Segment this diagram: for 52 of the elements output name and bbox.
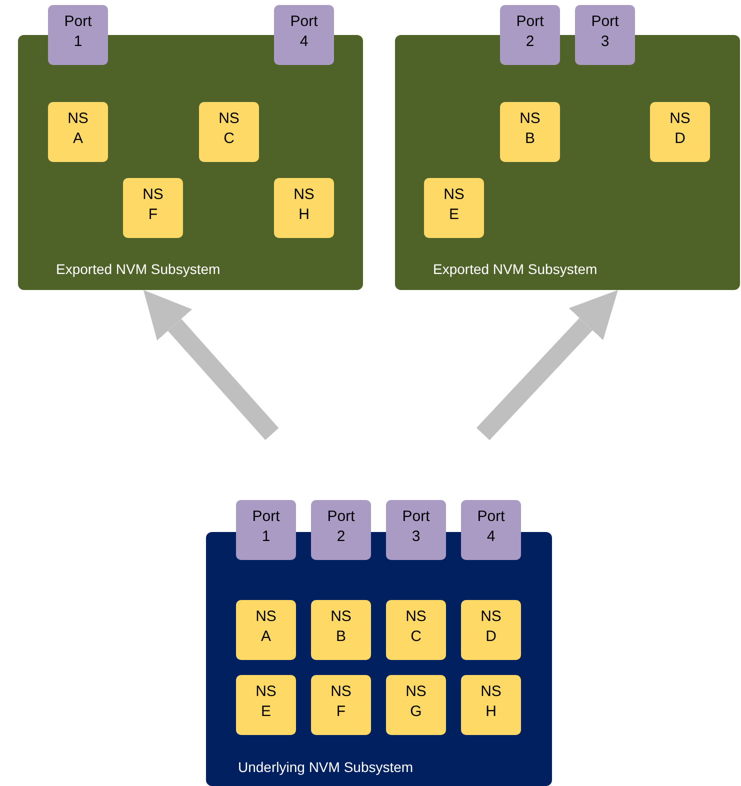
box-label: Port 3: [402, 507, 430, 547]
box-label: NS D: [670, 109, 690, 149]
namespace-box: [236, 600, 296, 660]
port-box: [386, 500, 446, 560]
box-label: Port 1: [252, 507, 280, 547]
namespace-box: [274, 178, 334, 238]
box-label: NS G: [406, 682, 426, 722]
box-label: Port 3: [591, 12, 619, 52]
port-box: [461, 500, 521, 560]
subsystem-label: Exported NVM Subsystem: [56, 261, 220, 277]
box-label: Port 4: [477, 507, 505, 547]
namespace-box: [311, 675, 371, 735]
box-label: Port 2: [516, 12, 544, 52]
subsystem-label: Underlying NVM Subsystem: [238, 759, 414, 775]
namespace-box: [500, 102, 560, 162]
namespace-box: [123, 178, 183, 238]
box-label: NS B: [330, 607, 352, 647]
box-label: NS E: [256, 682, 276, 722]
namespace-box: [461, 675, 521, 735]
port-box: [274, 5, 334, 65]
namespace-box: [386, 600, 446, 660]
subsystem-label: Exported NVM Subsystem: [433, 261, 598, 277]
namespace-box: [48, 102, 108, 162]
port-box: [575, 5, 635, 65]
namespace-box: [424, 178, 484, 238]
namespace-box: [311, 600, 371, 660]
port-box: [236, 500, 296, 560]
namespace-box: [236, 675, 296, 735]
box-label: NS B: [520, 109, 540, 149]
box-label: Port 1: [64, 12, 92, 52]
exported-subsystem-panel: [395, 35, 740, 290]
namespace-box: [199, 102, 259, 162]
namespace-box: [386, 675, 446, 735]
box-label: NS A: [68, 109, 88, 149]
port-box: [48, 5, 108, 65]
box-label: NS H: [294, 185, 314, 225]
namespace-box: [650, 102, 710, 162]
box-label: NS F: [330, 682, 352, 722]
box-label: NS C: [406, 607, 426, 647]
box-label: NS A: [256, 607, 276, 647]
underlying-subsystem-panel: [206, 532, 552, 786]
namespace-box: [461, 600, 521, 660]
box-label: Port 2: [327, 507, 355, 547]
box-label: NS F: [142, 185, 164, 225]
box-label: Port 4: [290, 12, 318, 52]
exported-subsystem-panel: [18, 35, 363, 290]
box-label: NS D: [480, 607, 502, 647]
port-box: [500, 5, 560, 65]
box-label: NS E: [444, 185, 464, 225]
box-label: NS H: [480, 682, 502, 722]
port-box: [311, 500, 371, 560]
box-label: NS C: [218, 109, 240, 149]
